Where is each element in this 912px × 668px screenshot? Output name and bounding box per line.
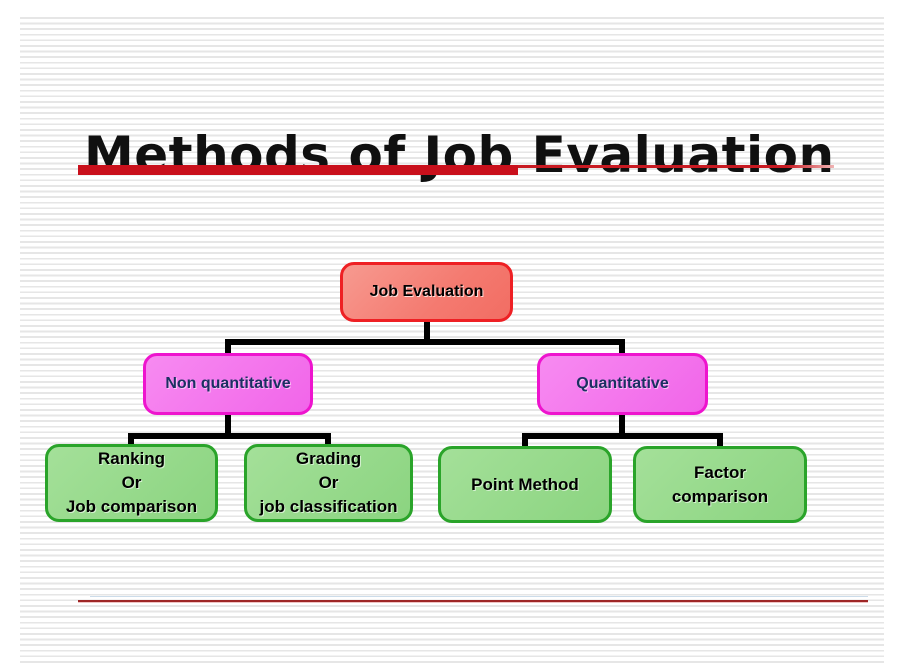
node-factor-comparison: Factor comparison <box>633 446 807 523</box>
pinstripe-background <box>20 17 884 663</box>
node-ranking-or-job-comparison: Ranking Or Job comparison <box>45 444 218 522</box>
title-underline-rule <box>518 165 834 168</box>
node-grading-or-job-classification: Grading Or job classification <box>244 444 413 522</box>
footer-rule-highlight <box>90 596 868 597</box>
footer-rule <box>78 600 868 603</box>
title-underline-bar <box>78 165 518 175</box>
node-job-evaluation: Job Evaluation <box>340 262 513 322</box>
node-quantitative: Quantitative <box>537 353 708 415</box>
node-non-quantitative: Non quantitative <box>143 353 313 415</box>
node-point-method: Point Method <box>438 446 612 523</box>
